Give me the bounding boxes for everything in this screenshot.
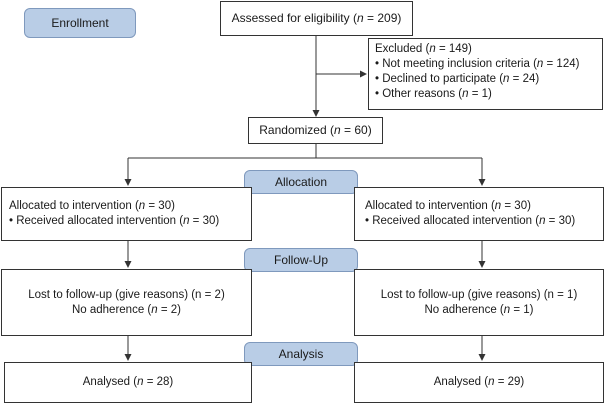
excluded-title: Excluded (n = 149)	[375, 43, 472, 55]
analysis-box-left: Analysed (n = 28)	[4, 362, 252, 403]
excluded-reason-1: • Not meeting inclusion criteria (n = 12…	[375, 58, 580, 70]
excluded-reason-2: • Declined to participate (n = 24)	[375, 73, 540, 85]
randomized-text: Randomized (n = 60)	[259, 123, 372, 137]
stage-allocation: Allocation	[244, 170, 358, 194]
randomized-box: Randomized (n = 60)	[248, 117, 383, 144]
lost-text-left: Lost to follow-up (give reasons) (n = 2)	[28, 288, 225, 301]
adherence-text-left: No adherence (n = 2)	[71, 303, 182, 316]
followup-box-right: Lost to follow-up (give reasons) (n = 1)…	[354, 269, 604, 336]
allocated-text-right: Allocated to intervention (n = 30)	[365, 200, 531, 212]
followup-box-left: Lost to follow-up (give reasons) (n = 2)…	[1, 269, 252, 336]
analysed-text-right: Analysed (n = 29)	[433, 376, 525, 388]
stage-follow-up: Follow-Up	[244, 248, 358, 272]
excluded-box: Excluded (n = 149) • Not meeting inclusi…	[368, 38, 603, 110]
assessed-box: Assessed for eligibility (n = 209)	[220, 1, 413, 36]
adherence-text-right: No adherence (n = 1)	[424, 303, 534, 316]
assessed-text: Assessed for eligibility (n = 209)	[231, 11, 402, 25]
allocated-text-left: Allocated to intervention (n = 30)	[9, 200, 175, 212]
analysed-text-left: Analysed (n = 28)	[82, 376, 174, 388]
analysis-box-right: Analysed (n = 29)	[354, 362, 604, 403]
lost-text-right: Lost to follow-up (give reasons) (n = 1)	[380, 288, 578, 301]
excluded-reason-3: • Other reasons (n = 1)	[375, 88, 492, 100]
stage-analysis: Analysis	[244, 342, 358, 366]
received-text-left: • Received allocated intervention (n = 3…	[9, 215, 220, 227]
stage-enrollment: Enrollment	[24, 8, 136, 38]
allocation-box-left: Allocated to intervention (n = 30) • Rec…	[1, 187, 252, 241]
allocation-box-right: Allocated to intervention (n = 30) • Rec…	[354, 187, 604, 241]
received-text-right: • Received allocated intervention (n = 3…	[365, 215, 576, 227]
